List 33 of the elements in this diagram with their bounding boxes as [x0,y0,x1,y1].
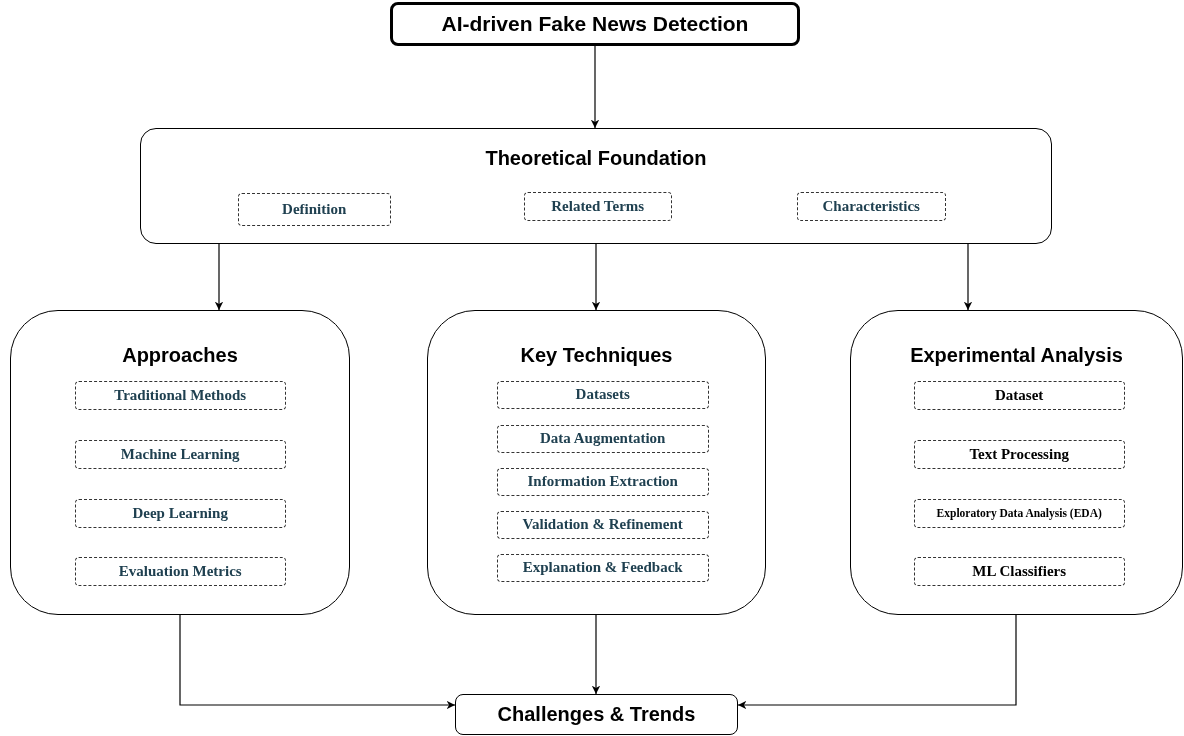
section-heading: Experimental Analysis [909,344,1124,367]
arrow [963,243,973,311]
topic-box: Validation & Refinement [496,510,709,539]
topic-box: Evaluation Metrics [74,556,286,586]
topic-box: Machine Learning [74,439,286,469]
arrow [179,614,456,710]
topic-box: Related Terms [523,191,672,221]
topic-box: Exploratory Data Analysis (EDA) [913,498,1125,528]
topic-box: Text Processing [913,439,1125,469]
arrow [590,45,600,129]
section-box [140,128,1052,244]
arrow [591,614,601,695]
section-box [427,310,766,615]
section-heading: Key Techniques [519,344,674,367]
title-box: AI-driven Fake News Detection [390,2,800,46]
topic-box: Data Augmentation [496,424,709,453]
arrow [214,243,224,311]
topic-box: Definition [237,192,391,226]
section-heading: Approaches [121,344,239,367]
topic-box: Datasets [496,380,709,409]
topic-box: Explanation & Feedback [496,553,709,582]
topic-box: ML Classifiers [913,556,1125,586]
topic-box: Traditional Methods [74,380,286,410]
section-box [10,310,350,615]
arrow [591,243,601,311]
topic-box: Information Extraction [496,467,709,496]
topic-box: Characteristics [796,191,946,221]
result-box: Challenges & Trends [455,694,738,735]
topic-box: Deep Learning [74,498,286,528]
section-box [850,310,1183,615]
arrow [737,614,1017,710]
topic-box: Dataset [913,380,1125,410]
section-heading: Theoretical Foundation [484,147,708,170]
